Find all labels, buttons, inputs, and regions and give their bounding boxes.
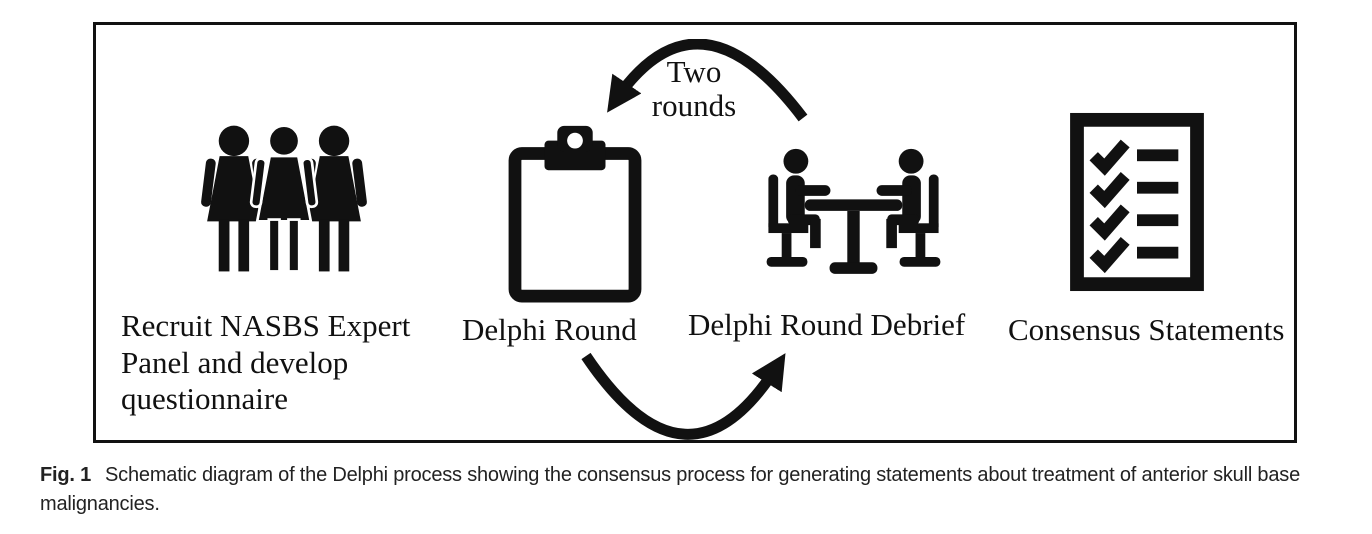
diagram-border-box: Recruit NASBS Expert Panel and develop q… bbox=[93, 22, 1297, 443]
figure-caption-number: Fig. 1 bbox=[40, 464, 92, 486]
checklist-rows bbox=[1089, 139, 1179, 274]
loop-label-two-rounds: Two rounds bbox=[651, 54, 737, 124]
step-label-consensus-statements: Consensus Statements bbox=[1008, 312, 1285, 347]
clipboard-icon bbox=[508, 125, 642, 303]
step-label-recruit-panel: Recruit NASBS Expert Panel and develop q… bbox=[121, 308, 411, 417]
three-people-icon bbox=[200, 124, 368, 273]
step-label-delphi-round: Delphi Round bbox=[462, 312, 637, 347]
top-return-arrow bbox=[607, 39, 808, 122]
step-label-delphi-round-debrief: Delphi Round Debrief bbox=[688, 307, 966, 342]
bottom-forward-arrow bbox=[581, 352, 786, 440]
meeting-table-icon bbox=[766, 148, 941, 274]
figure-caption-text: Schematic diagram of the Delphi process … bbox=[40, 464, 1300, 515]
checklist-icon bbox=[1070, 112, 1204, 292]
